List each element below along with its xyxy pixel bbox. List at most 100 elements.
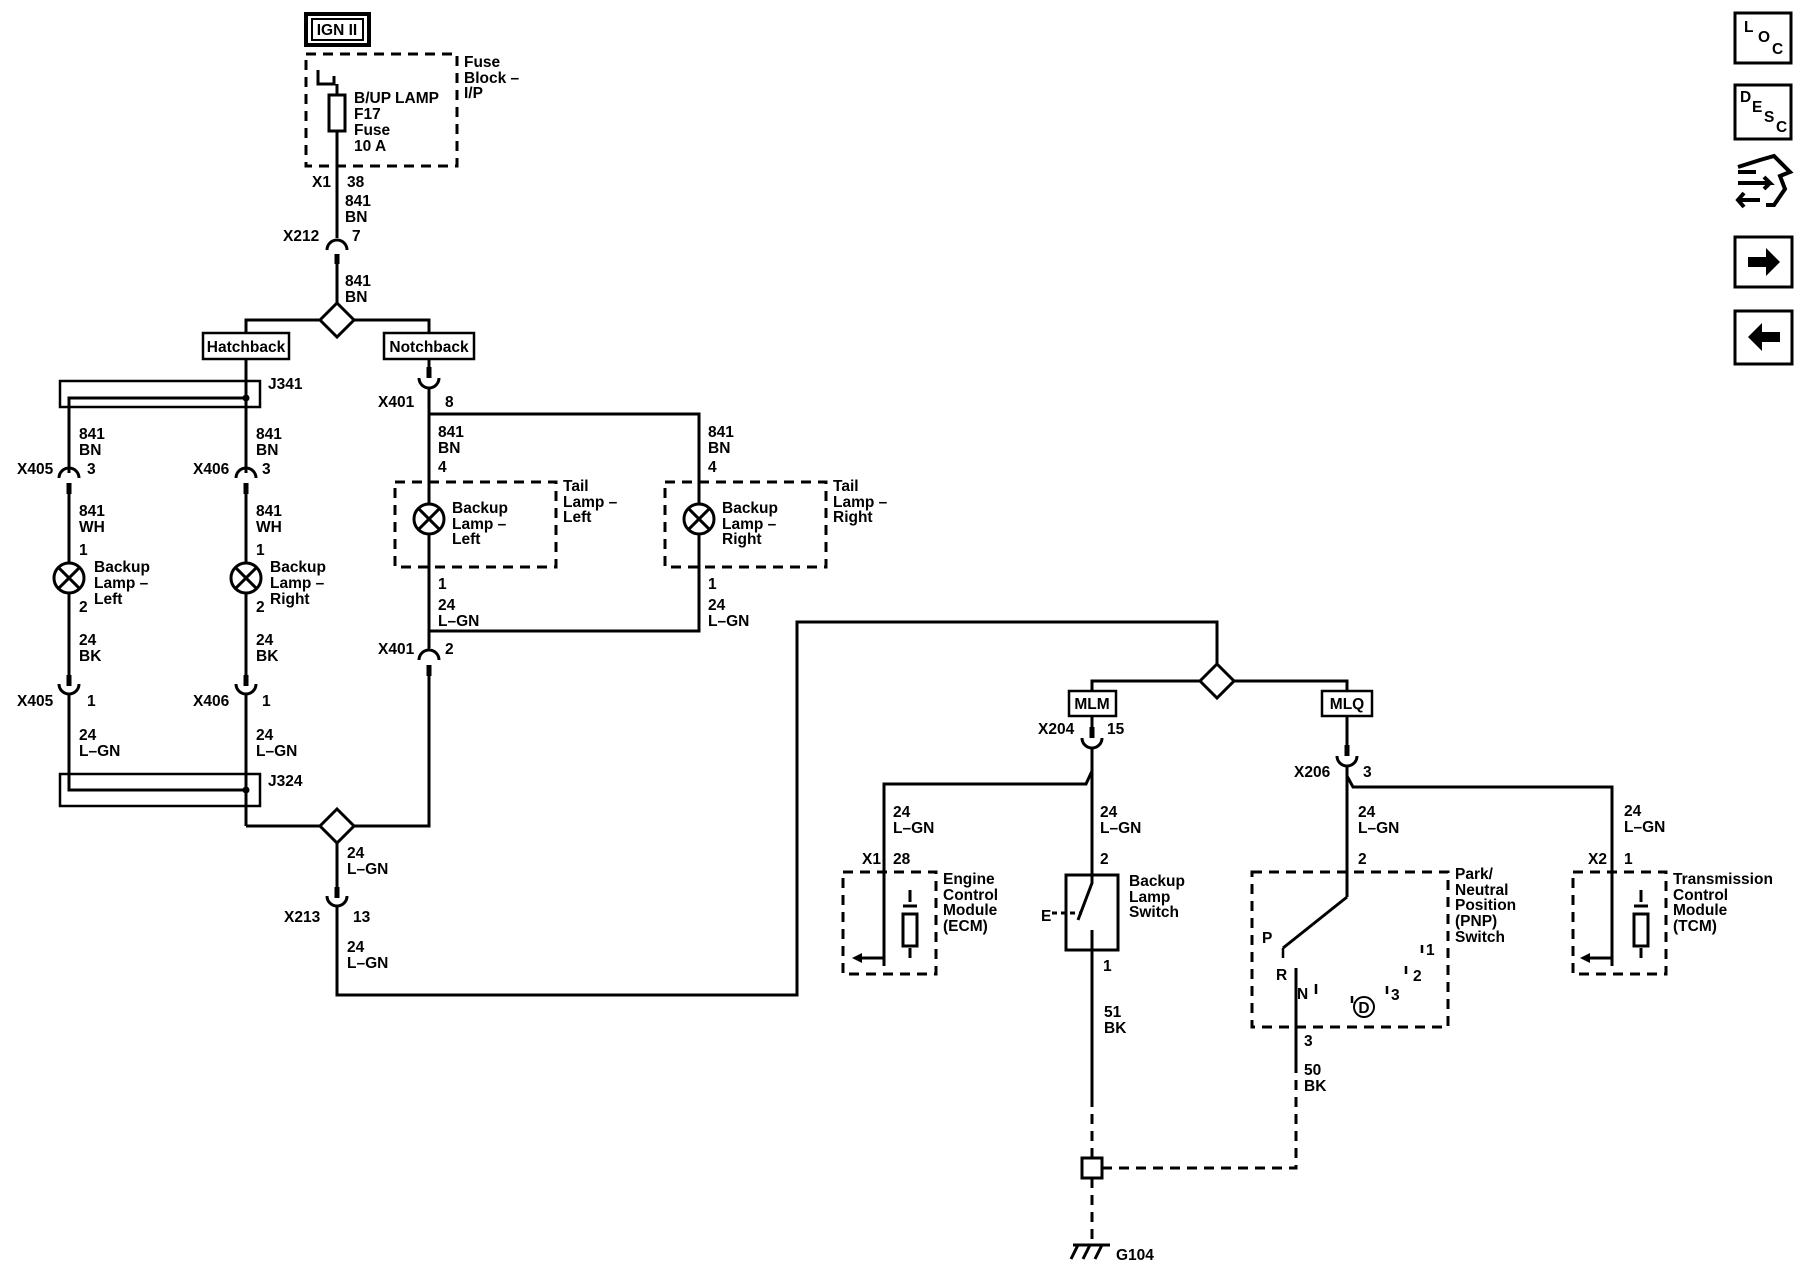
desc-button[interactable]: D E S C xyxy=(1733,83,1793,141)
x2-tcm-pin: 1 xyxy=(1624,851,1633,868)
desc-letter: E xyxy=(1752,99,1762,116)
backup-lamp-left-notch-icon xyxy=(412,502,446,536)
x213-name: X213 xyxy=(284,909,321,926)
x1-ecm-pin: 28 xyxy=(893,851,911,868)
mlm-label: MLM xyxy=(1074,696,1109,713)
notchback-label: Notchback xyxy=(389,339,469,356)
x405-connector xyxy=(57,466,81,479)
pnp-switch-contact xyxy=(1282,895,1348,950)
switch-mechanical-label: E xyxy=(1041,908,1051,925)
x405-top-pin: 3 xyxy=(87,461,96,478)
fuse-label: B/UP LAMP F17 Fuse 10 A xyxy=(354,90,443,155)
fuse-icon xyxy=(327,93,347,133)
arrow-right-button[interactable] xyxy=(1733,235,1794,289)
ground-splice-icon xyxy=(1080,1156,1104,1180)
desc-letter: S xyxy=(1764,109,1774,126)
x1-top-name: X1 xyxy=(312,174,331,191)
loc-letter: O xyxy=(1758,29,1770,46)
pin-label: 2 xyxy=(1100,851,1109,868)
pin-label: 1 xyxy=(1103,958,1112,975)
x212-pin: 7 xyxy=(352,228,361,245)
pnp-pos-1: 1 xyxy=(1426,942,1435,959)
x406-top-name: X406 xyxy=(193,461,230,478)
pnp-pos-p: P xyxy=(1262,930,1272,947)
fuse-block-outline xyxy=(304,52,459,168)
pnp-switch-outline xyxy=(1250,870,1450,1029)
hatchback-label: Hatchback xyxy=(207,339,286,356)
pin-label: 2 xyxy=(256,599,265,616)
ign-ii-label: IGN II xyxy=(317,22,357,39)
x1-ecm-name: X1 xyxy=(862,851,881,868)
arrow-left-button[interactable] xyxy=(1733,309,1794,366)
pin-label: 3 xyxy=(1304,1033,1313,1050)
fuse-block-label: Fuse Block – I/P xyxy=(464,54,523,102)
j341-label: J341 xyxy=(268,376,303,393)
tail-lamp-left-outline xyxy=(393,480,558,569)
arrow-right-icon xyxy=(1748,248,1780,276)
x204-pin: 15 xyxy=(1107,721,1125,738)
x212-connector xyxy=(325,238,349,251)
x213-pin: 13 xyxy=(353,909,371,926)
pin-label: 4 xyxy=(708,459,717,476)
pin-label: 1 xyxy=(256,542,265,559)
ecm-pullup-resistor-icon xyxy=(901,912,919,948)
loc-button[interactable]: L O C xyxy=(1733,11,1793,65)
x401-top-connector xyxy=(417,377,441,390)
backup-lamp-right-notch-icon xyxy=(682,502,716,536)
ecm-outline xyxy=(841,870,938,976)
connector-wrench-button[interactable] xyxy=(1735,153,1794,209)
backup-lamp-right-icon xyxy=(229,561,263,595)
x401-bot-connector xyxy=(417,648,441,661)
x401-bot-name: X401 xyxy=(378,641,415,658)
join-splice-diamond xyxy=(317,806,357,846)
x1-top-pin: 38 xyxy=(347,174,365,191)
tail-lamp-right-outline xyxy=(663,480,828,569)
option-splice-diamond xyxy=(317,300,357,340)
x401-top-name: X401 xyxy=(378,394,415,411)
transmission-option-splice xyxy=(1197,661,1237,701)
mlq-option-box xyxy=(1320,689,1374,718)
pnp-pos-r: R xyxy=(1276,967,1287,984)
pin-label: 4 xyxy=(438,459,447,476)
pnp-pos-d-circle xyxy=(1353,996,1375,1018)
pin-label: 1 xyxy=(708,576,717,593)
j324-splice-pack xyxy=(58,772,262,808)
loc-letter: L xyxy=(1744,19,1753,36)
x406-top-pin: 3 xyxy=(262,461,271,478)
x212-name: X212 xyxy=(283,228,319,245)
desc-letter: D xyxy=(1740,89,1751,106)
j341-splice-pack xyxy=(58,379,262,409)
pnp-pos-2: 2 xyxy=(1413,968,1422,985)
x405-bot-name: X405 xyxy=(17,693,54,710)
x2-tcm-name: X2 xyxy=(1588,851,1607,868)
pnp-pos-d: D xyxy=(1358,1000,1369,1017)
x405-bot-pin: 1 xyxy=(87,693,96,710)
x401-top-pin: 8 xyxy=(445,394,454,411)
pin-label: 1 xyxy=(438,576,447,593)
